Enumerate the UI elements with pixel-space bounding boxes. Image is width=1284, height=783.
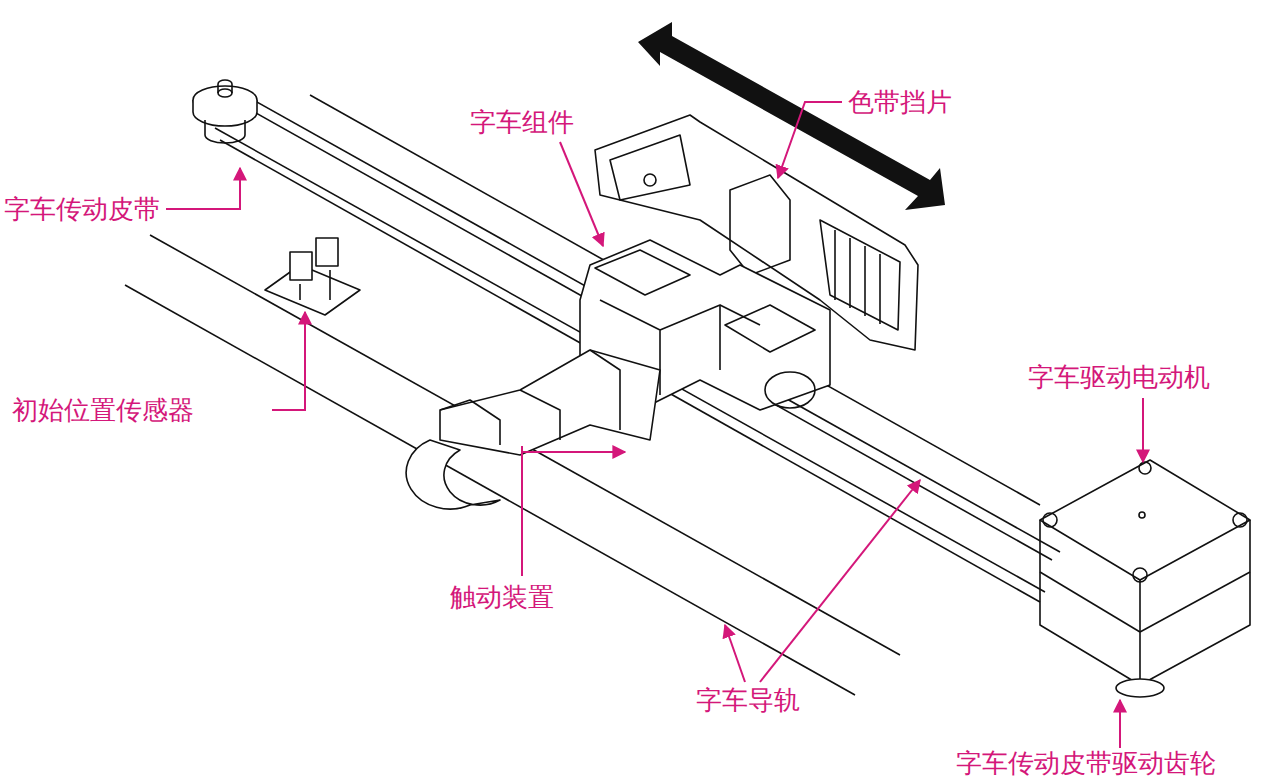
part-label: 色带挡片 [848, 87, 952, 117]
part-label: 字车导轨 [696, 685, 800, 715]
part-label: 触动装置 [450, 582, 554, 612]
part-label: 初始位置传感器 [12, 395, 194, 425]
part-label: 字车驱动电动机 [1028, 362, 1210, 392]
mechanism-drawing [125, 80, 1250, 697]
part-label: 字车传动皮带驱动齿轮 [956, 748, 1216, 778]
leader-lines [166, 102, 1143, 748]
part-label: 字车组件 [470, 107, 574, 137]
part-label: 字车传动皮带 [4, 194, 160, 224]
